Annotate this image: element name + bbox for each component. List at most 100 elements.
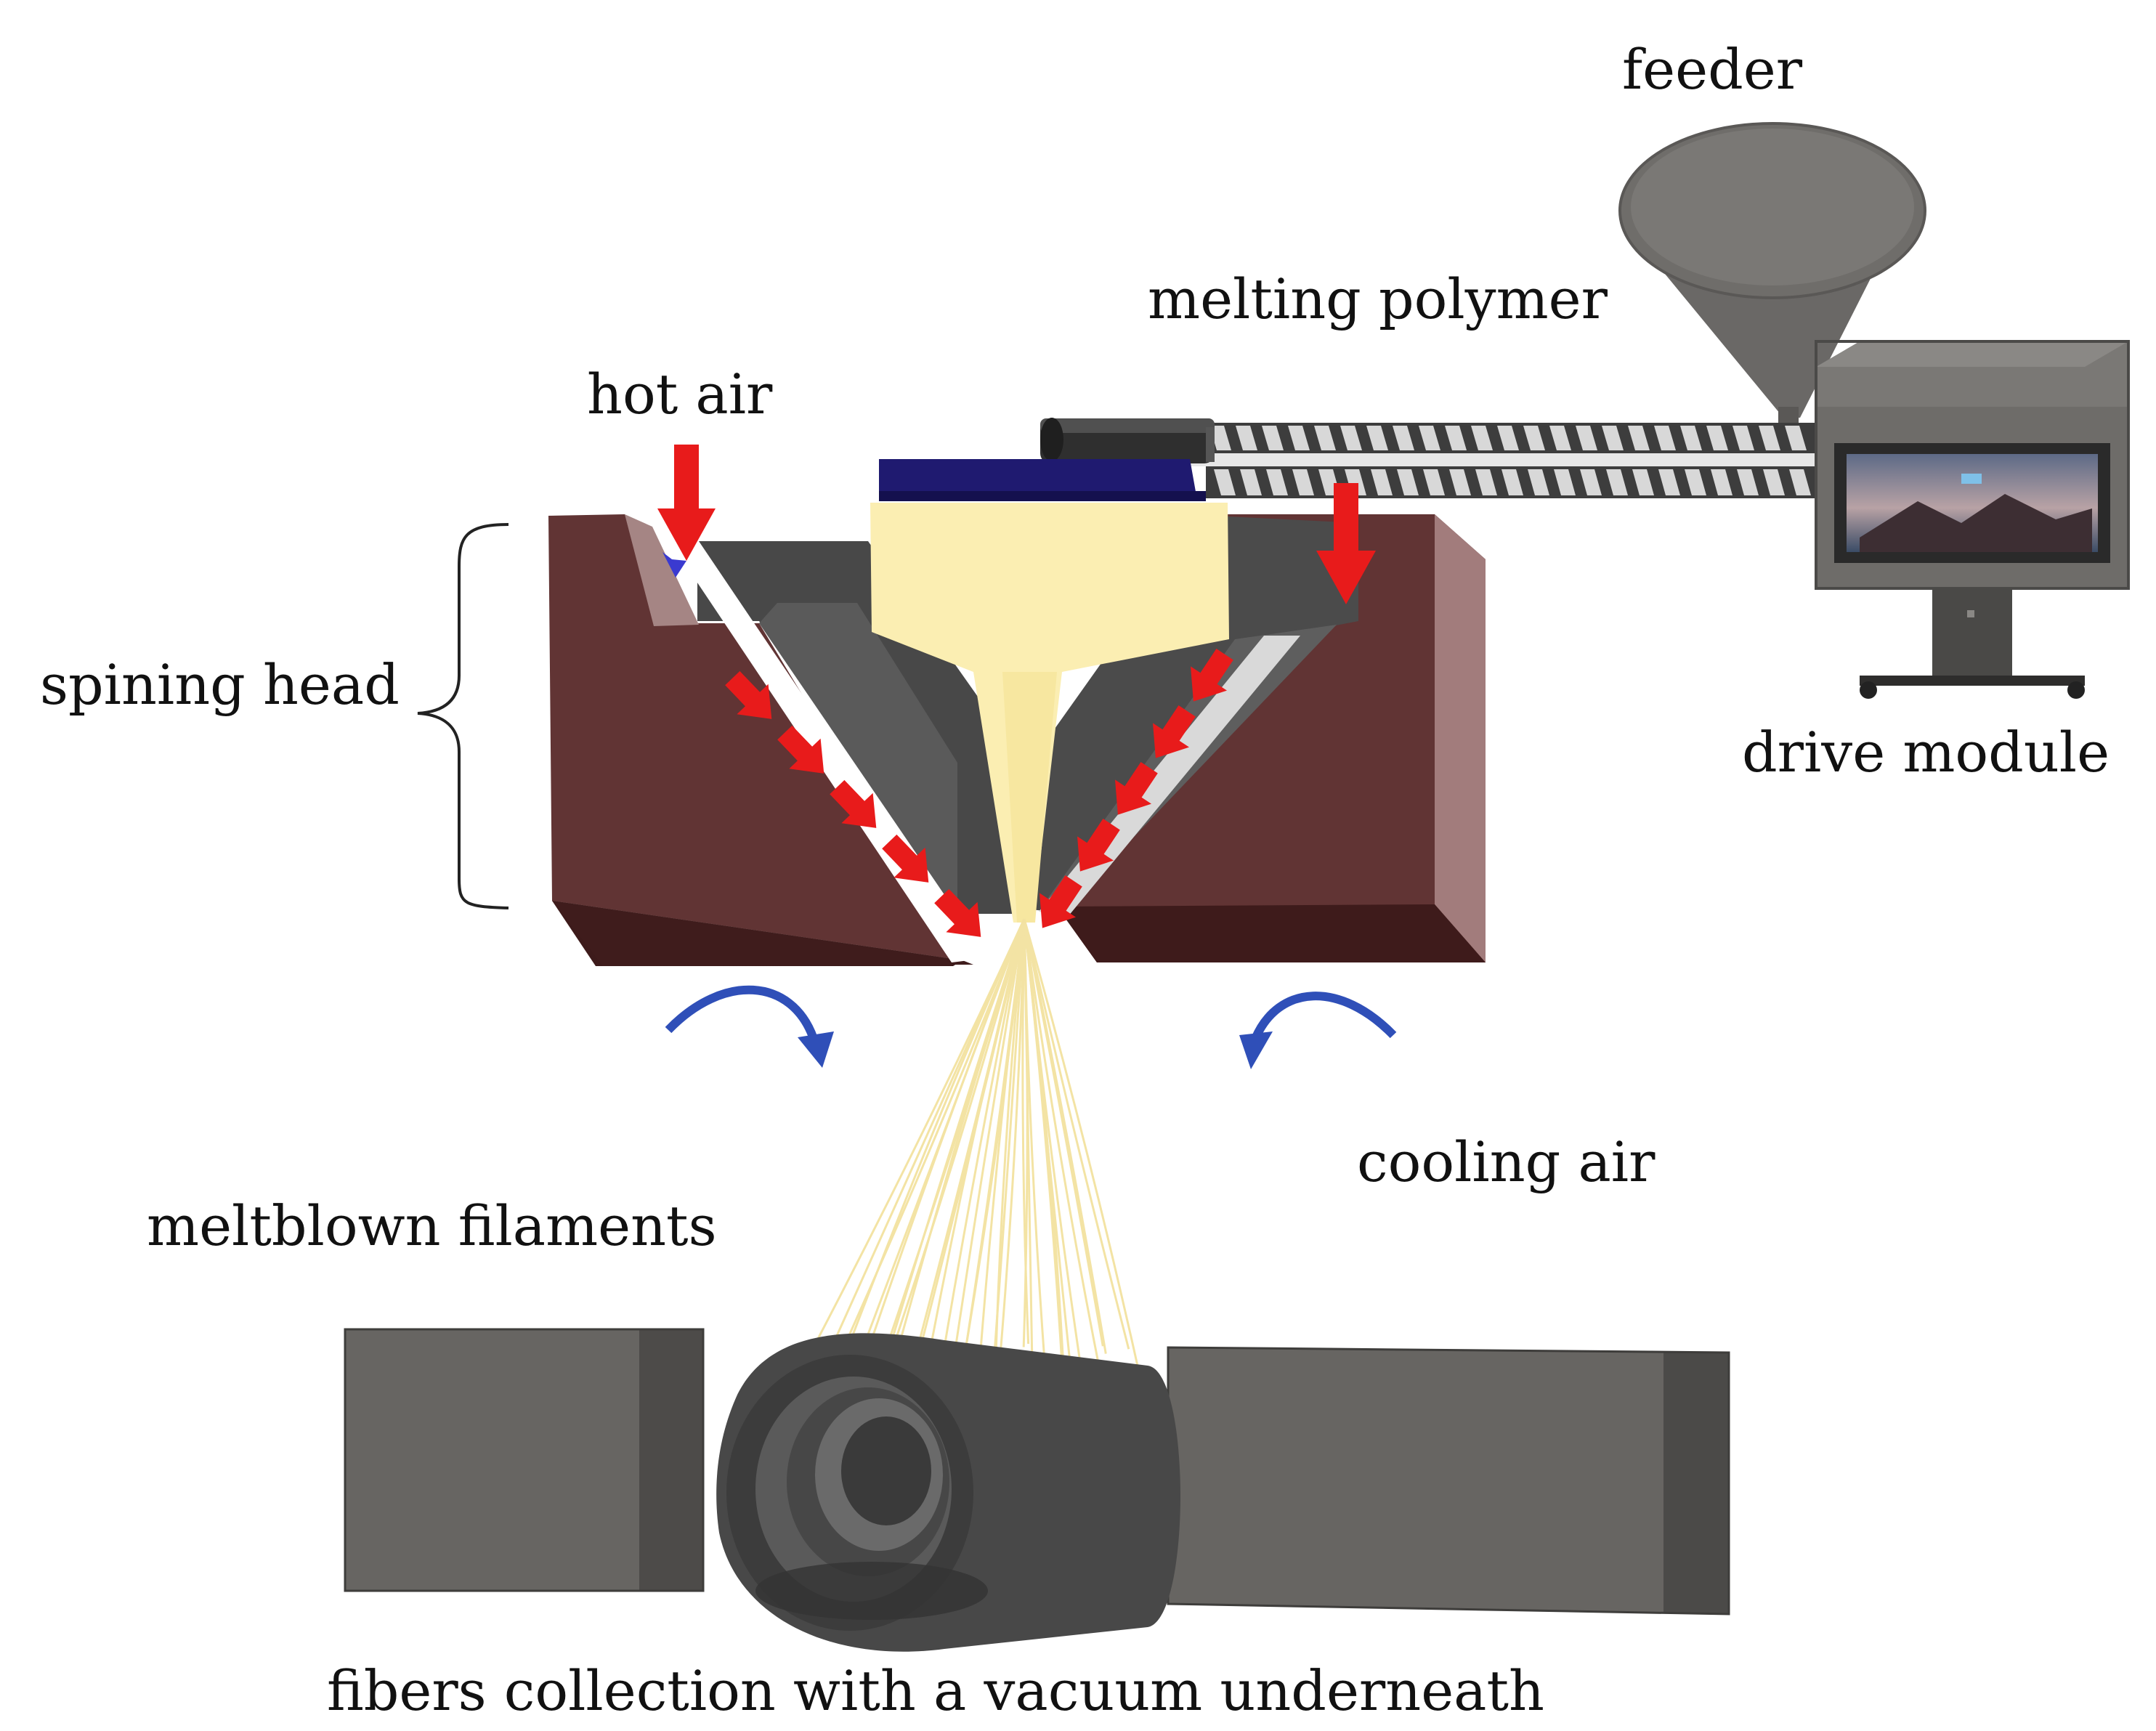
screw-flight xyxy=(1785,426,1807,450)
hot-air-arrow xyxy=(1077,819,1120,872)
melting-polymer-label: melting polymer xyxy=(1148,267,1608,331)
spining-head-label: spining head xyxy=(40,652,400,717)
screw-flight xyxy=(1471,426,1493,450)
filament-strand xyxy=(940,918,1026,1366)
screw-flight xyxy=(1423,469,1445,495)
hot-air-arrow xyxy=(934,888,981,937)
screw-flight xyxy=(1497,426,1519,450)
hot-air-arrow xyxy=(1153,705,1196,758)
screw-flight xyxy=(1549,426,1571,450)
screw-flight xyxy=(1789,469,1811,495)
meltblown-filaments-label: meltblown filaments xyxy=(147,1193,717,1258)
screw-flights-upper xyxy=(1209,426,1807,450)
hot-air-channel-arrows-left xyxy=(725,670,981,937)
screw-flight xyxy=(1475,469,1497,495)
screw-flight xyxy=(1292,469,1314,495)
filament-strand xyxy=(953,918,1026,1355)
extruder-barrel xyxy=(1177,423,1816,498)
hot-air-arrow xyxy=(725,670,772,719)
screw-flight xyxy=(1445,426,1467,450)
cooling-air-label: cooling air xyxy=(1357,1130,1655,1194)
filament-strand xyxy=(920,918,1026,1345)
screw-flight xyxy=(1371,469,1393,495)
screw-flight xyxy=(1214,469,1236,495)
collection-roller xyxy=(716,1333,1180,1652)
hot-air-arrows xyxy=(657,445,1376,937)
drive-module xyxy=(1815,340,2130,699)
filament-strand xyxy=(882,918,1026,1377)
screw-flight xyxy=(1262,426,1284,450)
screw-flight xyxy=(1314,426,1336,450)
filament-strand xyxy=(814,918,1026,1345)
screw-flight xyxy=(1397,469,1419,495)
screw-flight xyxy=(1580,469,1602,495)
polymer-flow xyxy=(870,503,1229,923)
screw-flight xyxy=(1711,469,1732,495)
hot-air-arrow xyxy=(1040,875,1082,928)
motor-cylinder xyxy=(1040,418,1215,463)
collector-block-right xyxy=(1167,1346,1730,1616)
blue-plate xyxy=(879,459,1206,501)
screw-flight xyxy=(1236,426,1257,450)
screw-flight xyxy=(1366,426,1388,450)
screw-flight xyxy=(1654,426,1676,450)
screw-flight xyxy=(1449,469,1471,495)
screw-flight xyxy=(1523,426,1545,450)
screw-flight xyxy=(1209,426,1231,450)
filament-strand xyxy=(1021,918,1030,1345)
screw-flight xyxy=(1340,426,1362,450)
screw-flight xyxy=(1266,469,1288,495)
hot-air-arrow xyxy=(882,834,929,883)
filament-strand xyxy=(1023,918,1104,1347)
hot-air-label: hot air xyxy=(587,362,773,426)
screw-flight xyxy=(1602,426,1624,450)
screw-flight xyxy=(1528,469,1549,495)
hot-air-arrow xyxy=(1115,762,1158,815)
filament-strand xyxy=(855,918,1026,1385)
filament-strand xyxy=(1023,918,1084,1379)
screw-flight xyxy=(1763,469,1785,495)
filament-strand xyxy=(893,918,1026,1361)
screw-flight xyxy=(1732,426,1754,450)
meltblown-filament-spray xyxy=(812,918,1143,1388)
cooling-air-arrow-right xyxy=(1239,992,1397,1069)
cooling-air-arrow-left xyxy=(665,985,834,1068)
screw-flight xyxy=(1737,469,1759,495)
filament-strand xyxy=(1023,918,1130,1350)
screw-flight xyxy=(1502,469,1523,495)
screw-flight xyxy=(1554,469,1576,495)
screw-flight xyxy=(1606,469,1628,495)
screw-flight xyxy=(1288,426,1310,450)
fibers-collection-label: fibers collection with a vacuum undernea… xyxy=(327,1658,1544,1723)
screw-flight xyxy=(1393,426,1414,450)
feeder-hopper xyxy=(1618,122,1926,423)
screw-flight xyxy=(1240,469,1262,495)
screw-flights-lower xyxy=(1214,469,1811,495)
filament-strand xyxy=(991,918,1026,1380)
spinning-head-brace xyxy=(417,523,509,909)
screw-flight xyxy=(1632,469,1654,495)
screw-flight xyxy=(1706,426,1728,450)
hot-air-channel-arrows-right xyxy=(1040,649,1233,928)
screw-flight xyxy=(1419,426,1440,450)
screw-flight xyxy=(1576,426,1597,450)
screw-flight xyxy=(1759,426,1780,450)
screw-flight xyxy=(1628,426,1650,450)
drive-module-label: drive module xyxy=(1742,720,2110,785)
screw-flight xyxy=(1658,469,1680,495)
screw-flight xyxy=(1685,469,1706,495)
filament-strand xyxy=(1023,918,1143,1386)
hot-air-inlet-arrow-right xyxy=(1316,483,1376,604)
filament-strand xyxy=(1023,918,1047,1370)
screw-flight xyxy=(1680,426,1702,450)
filament-strand xyxy=(1023,918,1103,1382)
filament-strand xyxy=(977,918,1026,1381)
feeder-label: feeder xyxy=(1622,37,1803,102)
hot-air-arrow xyxy=(777,725,824,774)
hot-air-inlet-arrow-left xyxy=(657,445,716,577)
filament-strand xyxy=(1023,918,1107,1354)
filament-strand xyxy=(845,918,1026,1353)
hot-air-arrow xyxy=(830,779,877,828)
hot-air-arrow xyxy=(1191,649,1233,702)
